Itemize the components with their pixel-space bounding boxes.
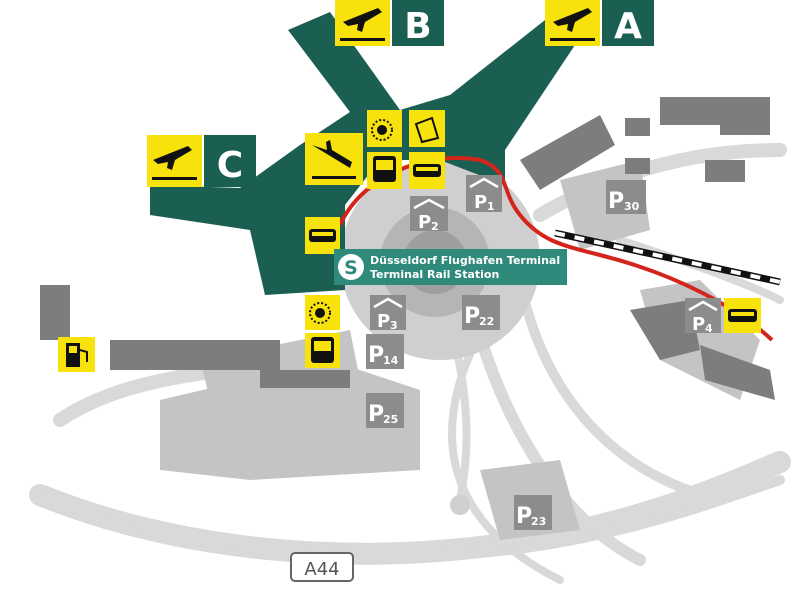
sun-icon bbox=[367, 110, 402, 147]
parking-p14: P 14 bbox=[366, 334, 404, 369]
terminal-letter-b: B bbox=[404, 6, 431, 47]
fuel-station-icon bbox=[58, 337, 95, 372]
parking-letter: P bbox=[474, 192, 487, 213]
rail-station-label[interactable]: S Düsseldorf Flughafen Terminal Terminal… bbox=[334, 249, 567, 285]
arrivals-icon bbox=[305, 133, 363, 185]
parking-p1: P 1 bbox=[466, 175, 502, 213]
station-name: Düsseldorf Flughafen Terminal bbox=[370, 254, 560, 267]
parking-p30: P 30 bbox=[606, 180, 646, 214]
s-bahn-symbol: S bbox=[344, 257, 358, 279]
parking-number: 30 bbox=[624, 200, 640, 213]
parking-letter: P bbox=[692, 314, 705, 335]
terminal-sign-c: C bbox=[147, 135, 256, 187]
parking-number: 2 bbox=[431, 220, 439, 233]
terminal-sign-b: B bbox=[335, 0, 444, 47]
terminal-letter-c: C bbox=[217, 145, 243, 186]
motorway-sign-a44: A44 bbox=[290, 552, 354, 582]
skytrain-icon bbox=[724, 298, 761, 333]
sun-icon bbox=[305, 295, 340, 330]
parking-number: 3 bbox=[390, 319, 398, 332]
departure-plane-icon bbox=[343, 8, 382, 32]
parking-number: 4 bbox=[705, 322, 713, 335]
parking-p4: P 4 bbox=[685, 298, 721, 335]
parking-number: 22 bbox=[479, 315, 494, 328]
bus-icon bbox=[367, 152, 402, 189]
parking-letter: P bbox=[377, 311, 390, 332]
roundabout bbox=[450, 495, 470, 515]
shopping-bag-icon bbox=[409, 110, 445, 147]
parking-p23: P 23 bbox=[514, 495, 552, 530]
terminal-letter-a: A bbox=[614, 6, 642, 47]
parking-p25: P 25 bbox=[366, 393, 404, 428]
departure-plane-icon bbox=[153, 146, 192, 170]
parking-letter: P bbox=[368, 343, 384, 368]
parking-letter: P bbox=[516, 504, 532, 529]
skytrain-icon bbox=[409, 152, 445, 189]
parking-p3: P 3 bbox=[370, 295, 406, 332]
bus-icon bbox=[305, 333, 340, 368]
parking-number: 25 bbox=[383, 413, 398, 426]
rail-track bbox=[554, 229, 781, 286]
skytrain-icon bbox=[305, 217, 340, 254]
departure-plane-icon bbox=[553, 8, 592, 32]
parking-number: 14 bbox=[383, 354, 399, 367]
parking-letter: P bbox=[608, 189, 624, 214]
parking-letter: P bbox=[418, 212, 431, 233]
parking-letter: P bbox=[464, 304, 480, 329]
road-label: A44 bbox=[304, 559, 339, 580]
parking-number: 23 bbox=[531, 515, 546, 528]
buildings bbox=[40, 97, 775, 400]
s-bahn-icon bbox=[338, 254, 364, 280]
parking-p2: P 2 bbox=[410, 196, 448, 233]
parking-letter: P bbox=[368, 402, 384, 427]
terminal-sign-a: A bbox=[545, 0, 654, 47]
station-subtitle: Terminal Rail Station bbox=[370, 268, 499, 281]
parking-number: 1 bbox=[487, 200, 495, 213]
parking-p22: P 22 bbox=[462, 295, 500, 330]
